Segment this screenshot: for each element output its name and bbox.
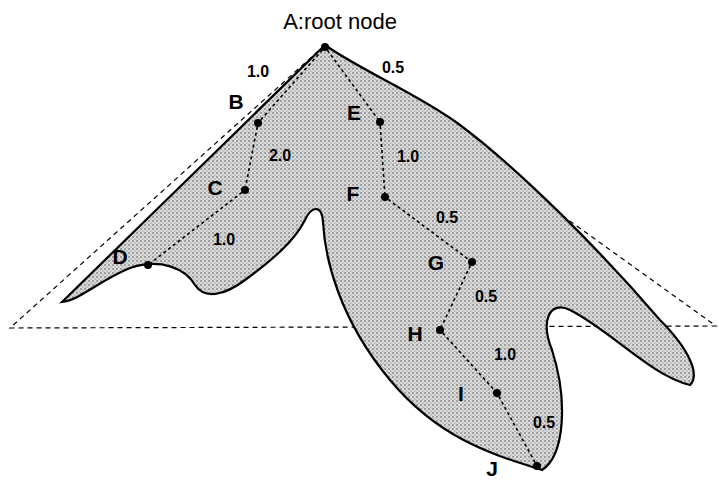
- edge-weight: 0.5: [382, 60, 404, 76]
- tree-node: A:root node: [321, 43, 329, 51]
- tree-edge: [261, 50, 323, 120]
- node-label: G: [428, 252, 444, 273]
- tree-edge: [443, 333, 495, 390]
- edge-weight: 1.0: [494, 347, 516, 363]
- edge-weight: 0.5: [436, 210, 458, 226]
- tree-node: C: [241, 186, 249, 194]
- tree-edge: [442, 266, 471, 327]
- tree-edge: [246, 127, 257, 186]
- tree-node: D: [144, 261, 152, 269]
- node-label: I: [458, 383, 464, 404]
- tree-node: G: [468, 258, 476, 266]
- tree-node: B: [254, 119, 262, 127]
- tree-node: J: [533, 462, 541, 470]
- tree-node: F: [381, 193, 389, 201]
- edge-weight: 1.0: [247, 64, 269, 80]
- edge-weight: 1.0: [397, 149, 419, 165]
- node-label: H: [407, 323, 422, 344]
- edge-weight: 2.0: [269, 148, 291, 164]
- tree-node: E: [376, 118, 384, 126]
- node-label: B: [228, 91, 243, 112]
- node-label: F: [347, 183, 360, 204]
- tree-edge: [499, 397, 535, 463]
- node-label: E: [347, 102, 361, 123]
- node-label: D: [112, 246, 127, 267]
- edge-weight: 1.0: [213, 232, 235, 248]
- region-outline: [62, 45, 694, 470]
- edge-weight: 0.5: [475, 289, 497, 305]
- tree-edge: [380, 126, 384, 193]
- tree-node: H: [436, 326, 444, 334]
- node-label: C: [207, 177, 222, 198]
- tree-edge: [151, 192, 242, 262]
- node-label: A:root node: [283, 11, 397, 33]
- edge-weight: 0.5: [533, 415, 555, 431]
- tree-node: I: [493, 389, 501, 397]
- node-label: J: [486, 458, 498, 479]
